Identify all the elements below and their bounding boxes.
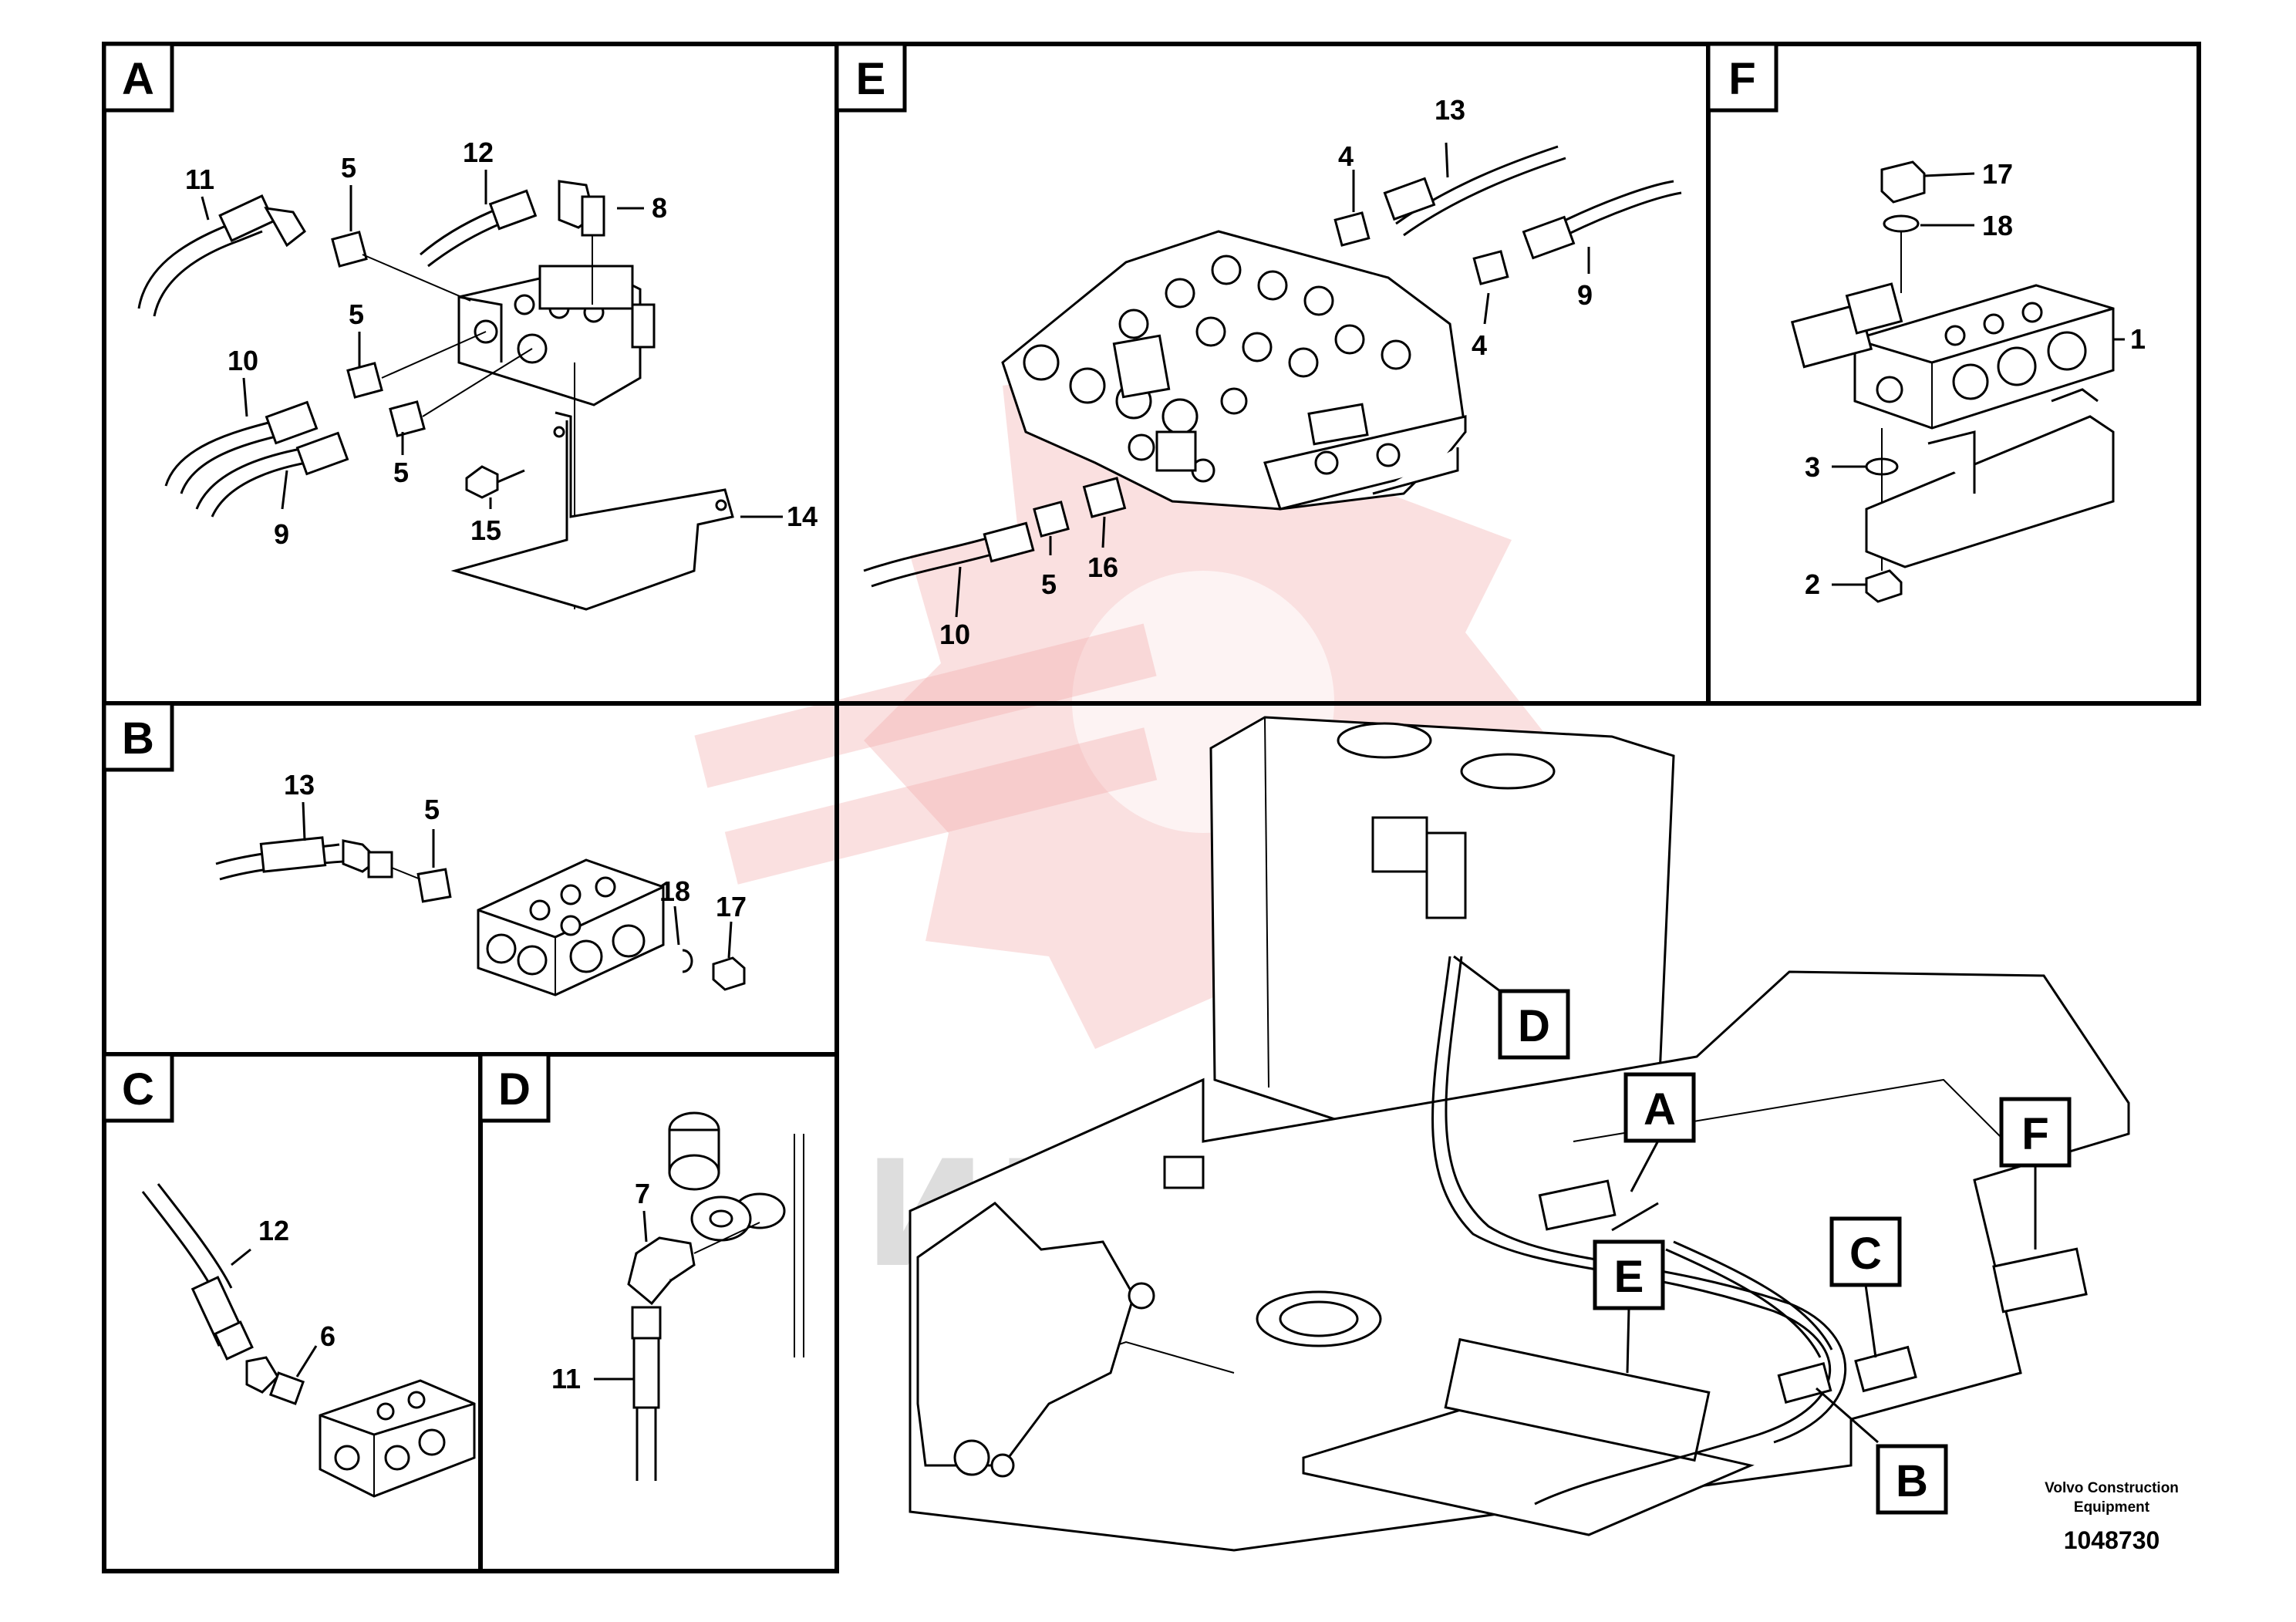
panel-d-callouts: 7 11 [551,1178,650,1394]
svg-text:12: 12 [258,1215,289,1246]
drawing-number: 1048730 [2064,1526,2160,1554]
svg-text:5: 5 [1041,568,1057,600]
svg-text:F: F [1728,54,1755,104]
overview-tag-f: F [1999,1097,2072,1249]
svg-text:5: 5 [349,298,364,330]
svg-text:9: 9 [274,518,289,550]
svg-text:E: E [856,54,886,104]
svg-text:B: B [1896,1456,1928,1506]
panel-tag-b: B [102,701,174,772]
panel-c-callouts: 12 6 [258,1215,335,1352]
svg-text:13: 13 [284,769,315,801]
svg-text:12: 12 [463,137,494,168]
panel-a-drawing [137,170,783,611]
svg-text:5: 5 [424,794,440,825]
svg-text:8: 8 [652,192,667,224]
svg-text:E: E [1614,1252,1644,1302]
panel-tag-f: F [1706,42,1778,113]
valve-port-circles [1023,255,1411,483]
panel-tag-a: A [102,42,174,113]
company-name-line1: Volvo Construction [2045,1480,2179,1496]
svg-text:C: C [122,1064,154,1114]
overview-tag-c: C [1829,1216,1902,1358]
overview-tag-b: B [1816,1387,1948,1515]
svg-text:7: 7 [635,1178,650,1209]
svg-text:13: 13 [1435,94,1465,126]
svg-text:11: 11 [185,164,214,195]
panel-a-callouts: 11 5 12 8 5 10 5 9 15 14 [185,137,818,550]
svg-text:17: 17 [1982,158,2013,190]
panel-tag-d: D [478,1052,551,1123]
panel-tag-c: C [102,1052,174,1123]
svg-text:1: 1 [2130,323,2146,355]
svg-text:6: 6 [320,1320,335,1352]
panel-tag-e: E [834,42,907,113]
panel-c-frame [102,1052,483,1573]
overview-tag-a: A [1611,1072,1696,1232]
svg-text:15: 15 [470,514,501,546]
svg-text:18: 18 [1982,210,2013,241]
panel-d-frame [478,1052,839,1573]
overview-machine-drawing [909,716,2130,1552]
svg-text:3: 3 [1805,451,1820,483]
overview-tag-e: E [1593,1239,1665,1374]
panel-b-drawing [215,801,746,996]
svg-text:A: A [122,54,154,104]
panel-e-callouts: 13 4 9 4 10 5 16 [939,94,1593,650]
svg-text:11: 11 [551,1363,581,1394]
svg-text:5: 5 [393,457,409,488]
svg-text:4: 4 [1472,329,1487,361]
svg-text:10: 10 [228,345,258,376]
panel-f-frame [1706,42,2201,706]
svg-text:9: 9 [1577,279,1593,311]
svg-text:5: 5 [341,152,356,184]
svg-text:17: 17 [716,891,747,922]
svg-text:B: B [122,713,154,764]
svg-text:10: 10 [939,619,970,650]
svg-text:2: 2 [1805,568,1820,600]
overview-tag-d: D [1453,955,1570,1060]
svg-text:A: A [1644,1084,1676,1135]
panel-f-drawing [1790,160,2125,603]
svg-text:18: 18 [659,875,690,907]
panel-c-drawing [141,1183,476,1498]
panel-b-callouts: 13 5 18 17 [284,769,747,922]
svg-text:14: 14 [787,501,818,532]
svg-text:D: D [498,1064,531,1114]
panel-d-drawing [594,1111,804,1481]
svg-text:F: F [2021,1109,2048,1159]
svg-text:16: 16 [1087,551,1118,583]
svg-text:C: C [1849,1229,1882,1279]
svg-text:D: D [1518,1001,1550,1051]
panel-e-drawing [863,142,1682,618]
company-name-line2: Equipment [2074,1499,2150,1516]
footer-block: Volvo Construction Equipment 1048730 [2045,1480,2179,1554]
svg-text:4: 4 [1338,140,1354,172]
panel-f-callouts: 17 18 1 3 2 [1805,158,2146,600]
